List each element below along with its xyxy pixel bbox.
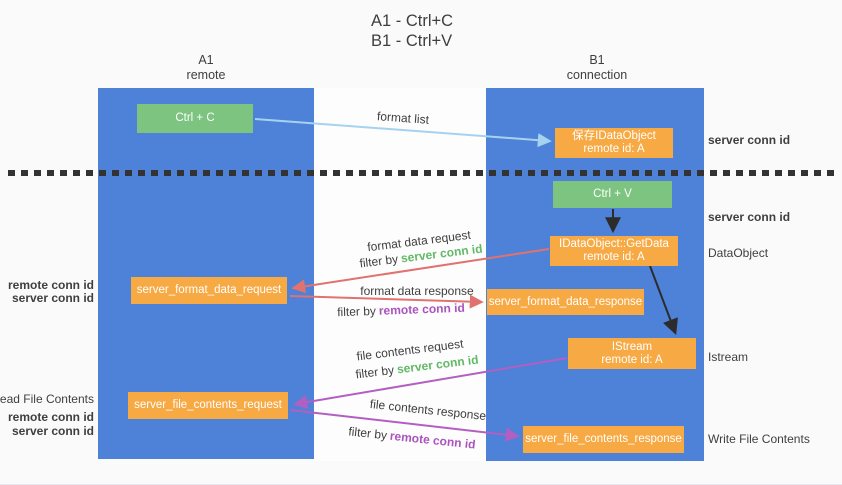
- getdata-node: IDataObject::GetData remote id: A: [550, 236, 678, 266]
- server-conn-id-annotation-upper-left: server conn id: [11, 291, 94, 305]
- ctrl-c-node: Ctrl + C: [137, 104, 253, 133]
- istream-title: IStream: [611, 340, 653, 353]
- server-format-data-response-node: server_format_data_response: [487, 289, 644, 315]
- save-idataobject-title: 保存IDataObject: [572, 130, 656, 142]
- server-format-data-request-label: server_format_data_request: [136, 284, 282, 296]
- istream-remote-id: remote id: A: [601, 353, 663, 366]
- getdata-remote-id: remote id: A: [583, 251, 645, 263]
- column-header-b1: B1 connection: [537, 53, 657, 83]
- remote-conn-id-text: remote conn id: [378, 300, 466, 318]
- dataobject-annotation: DataObject: [708, 246, 769, 260]
- write-file-contents-annotation: Write File Contents: [708, 432, 810, 446]
- ctrl-v-node: Ctrl + V: [553, 181, 672, 208]
- save-idataobject-remote-id: remote id: A: [583, 143, 645, 155]
- server-format-data-request-node: server_format_data_request: [131, 277, 287, 304]
- title-line-b1: B1 - Ctrl+V: [371, 32, 453, 50]
- istream-annotation: Istream: [708, 350, 749, 364]
- read-file-contents-annotation: Read File Contents: [0, 392, 94, 406]
- server-conn-id-annotation-mid: server conn id: [708, 210, 791, 224]
- format-data-response-label: format data response: [360, 284, 474, 298]
- machine-boundary-divider: [8, 170, 836, 176]
- server-conn-id-annotation-lower-left: server conn id: [11, 424, 94, 438]
- remote-conn-id-annotation-lower: remote conn id: [7, 410, 94, 424]
- diagram-title: A1 - Ctrl+C B1 - Ctrl+V: [371, 11, 453, 51]
- filter-by-text: filter by: [336, 303, 377, 320]
- column-b1-name: B1: [589, 53, 605, 67]
- save-idataobject-node: 保存IDataObject remote id: A: [555, 128, 673, 158]
- ctrl-c-label: Ctrl + C: [175, 112, 215, 124]
- title-line-a1: A1 - Ctrl+C: [371, 12, 454, 30]
- server-file-contents-response-label: server_file_contents_response: [525, 433, 682, 445]
- column-header-a1: A1 remote: [146, 53, 266, 83]
- server-format-data-response-label: server_format_data_response: [488, 295, 643, 308]
- column-a1-subtitle: remote: [186, 68, 226, 82]
- server-conn-id-annotation-top: server conn id: [708, 133, 791, 147]
- getdata-title: IDataObject::GetData: [559, 238, 669, 250]
- server-file-contents-request-node: server_file_contents_request: [128, 392, 288, 419]
- istream-node: IStream remote id: A: [568, 338, 696, 369]
- remote-conn-id-annotation-upper: remote conn id: [7, 278, 94, 292]
- ctrl-v-label: Ctrl + V: [593, 188, 632, 200]
- server-file-contents-response-node: server_file_contents_response: [523, 426, 684, 453]
- column-a1-name: A1: [198, 53, 214, 67]
- server-file-contents-request-label: server_file_contents_request: [134, 399, 282, 411]
- column-b1-subtitle: connection: [566, 68, 628, 82]
